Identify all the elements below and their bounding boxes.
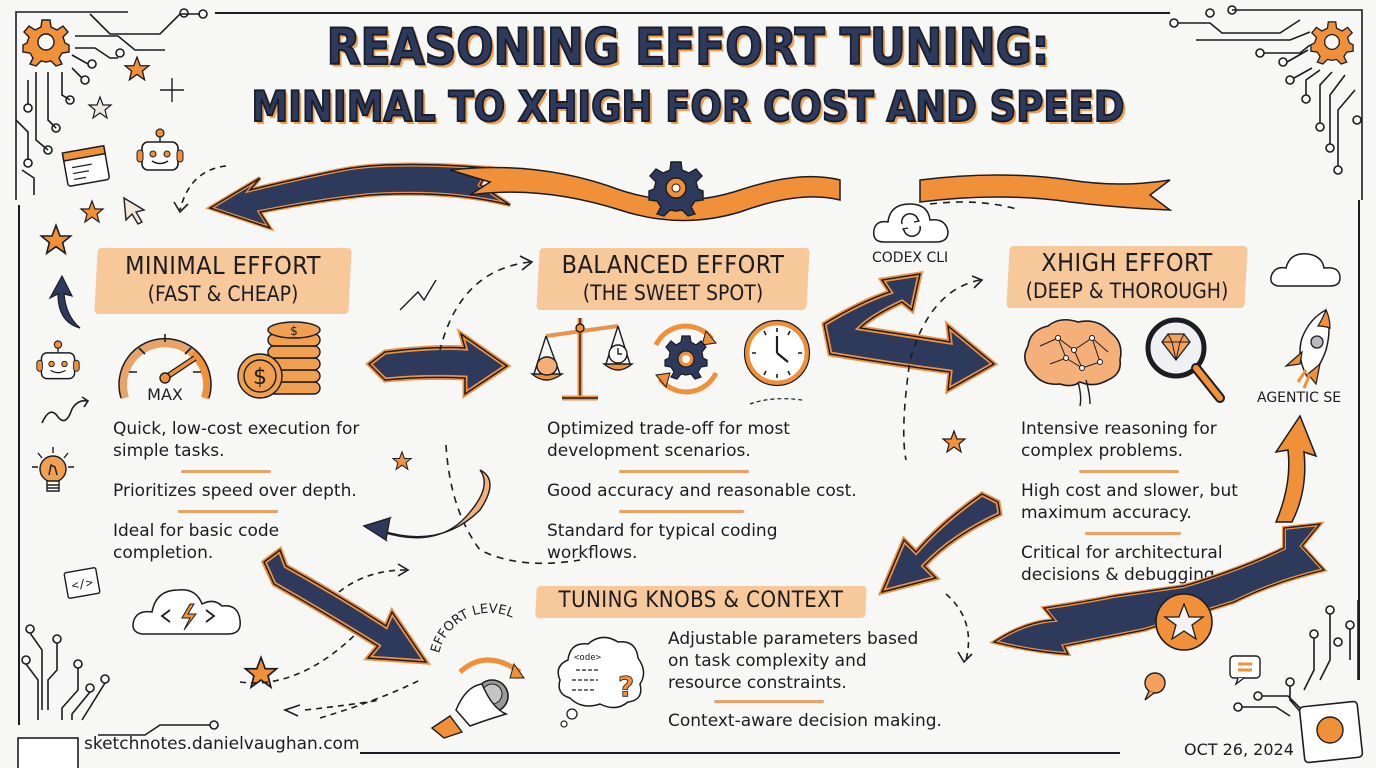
codex-cli-label: CODEX CLI	[872, 250, 949, 266]
down-left-arrow-icon	[877, 491, 1003, 596]
section-xhigh-title: XHIGH EFFORT	[1041, 248, 1213, 277]
section-tuning-points: Adjustable parameters based on task comp…	[668, 628, 948, 742]
section-xhigh-points: Intensive reasoning for complex problems…	[1021, 418, 1271, 596]
squiggle-arrow-icon	[41, 396, 90, 424]
ribbon-star-badge-icon	[989, 521, 1328, 657]
star-icon	[79, 199, 105, 224]
underline-divider	[714, 700, 824, 703]
circuit-top-left-icon	[15, 8, 208, 200]
circuit-bottom-right-icon	[1233, 600, 1364, 764]
star-icon	[39, 223, 73, 256]
cloud-code-icon	[132, 589, 241, 635]
star-icon	[243, 654, 279, 690]
bullet-point: Ideal for basic code completion.	[113, 521, 280, 563]
bullet-point: Standard for typical coding workflows.	[547, 521, 778, 563]
section-tuning-header: TUNING KNOBS & CONTEXT	[535, 586, 867, 618]
star-icon	[391, 450, 413, 471]
gear-cycle-icon	[653, 323, 719, 395]
speech-bubble-icon	[1144, 672, 1166, 701]
circuit-bottom-left-icon	[17, 624, 219, 768]
clock-icon	[743, 319, 811, 405]
dashed-connector-icon	[945, 593, 973, 664]
frame-right-line	[1358, 200, 1360, 680]
bullet-point: Quick, low-cost execution for simple tas…	[113, 419, 360, 461]
cloud-sync-icon	[872, 203, 949, 243]
zigzag-arrow-icon	[821, 270, 999, 395]
bullet-point: Prioritizes speed over depth.	[113, 481, 357, 501]
section-minimal-title: MINIMAL EFFORT	[125, 251, 321, 280]
section-xhigh-subtitle: (DEEP & THOROUGH)	[1025, 279, 1229, 303]
down-right-arrow-icon	[260, 545, 431, 665]
star-icon	[941, 429, 967, 454]
effort-knob-icon: EFFORT LEVEL	[428, 602, 525, 739]
section-balanced-points: Optimized trade-off for most development…	[547, 418, 887, 574]
frame-left-line	[18, 205, 20, 725]
agentic-se-label: AGENTIC SE	[1257, 390, 1342, 406]
svg-text:?: ?	[618, 670, 634, 703]
underline-divider	[181, 470, 271, 473]
section-minimal-subtitle: (FAST & CHEAP)	[147, 282, 299, 306]
section-minimal-header: MINIMAL EFFORT (FAST & CHEAP)	[94, 248, 352, 314]
dashed-connector-icon	[902, 201, 1021, 461]
bullet-point: Critical for architectural decisions & d…	[1021, 543, 1223, 585]
dashed-connector-icon	[239, 563, 421, 719]
ribbon-banner-icon	[205, 161, 1173, 232]
underline-divider	[619, 510, 744, 513]
section-tuning-title: TUNING KNOBS & CONTEXT	[558, 588, 844, 613]
svg-text:$: $	[290, 324, 298, 338]
brain-icon	[1024, 318, 1122, 407]
rocket-icon	[1284, 308, 1331, 389]
lightbulb-icon	[32, 447, 74, 492]
dashed-arrow-icon	[173, 165, 227, 214]
section-balanced-title: BALANCED EFFORT	[561, 250, 785, 279]
underline-divider	[619, 470, 749, 473]
sparkle-icon	[160, 78, 184, 102]
code-tag-icon: </>	[63, 567, 101, 599]
coins-icon: $ $	[237, 321, 321, 399]
magnifier-diamond-icon	[1145, 317, 1225, 403]
scale-icon	[530, 318, 634, 401]
page-subtitle: MINIMAL TO XHIGH FOR COST AND SPEED	[251, 81, 1126, 132]
star-icon	[123, 55, 151, 82]
bullet-point: Context-aware decision making.	[668, 711, 942, 731]
frame-bottom-line	[360, 752, 1120, 754]
knob-label: EFFORT LEVEL	[428, 602, 517, 655]
bullet-point: Optimized trade-off for most development…	[547, 419, 790, 461]
speedometer-icon: MAX	[118, 334, 212, 404]
right-arrow-icon	[365, 327, 512, 399]
bullet-point: High cost and slower, but maximum accura…	[1021, 481, 1238, 523]
gear-icon	[22, 19, 70, 67]
underline-divider	[1079, 470, 1179, 473]
cloud-icon	[1270, 253, 1341, 287]
section-balanced-subtitle: (THE SWEET SPOT)	[582, 281, 764, 305]
bullet-point: Good accuracy and reasonable cost.	[547, 481, 857, 501]
bullet-point: Adjustable parameters based on task comp…	[668, 629, 919, 693]
footer-site-url: sketchnotes.danielvaughan.com	[84, 734, 360, 754]
page-title: REASONING EFFORT TUNING:	[326, 17, 1051, 77]
section-balanced-header: BALANCED EFFORT (THE SWEET SPOT)	[536, 248, 810, 310]
bullet-point: Intensive reasoning for complex problems…	[1021, 419, 1217, 461]
robot-icon	[136, 128, 184, 171]
curved-up-arrow-icon	[48, 274, 81, 329]
curved-up-arrow-icon	[1274, 414, 1318, 523]
section-xhigh-header: XHIGH EFFORT (DEEP & THOROUGH)	[1006, 246, 1248, 308]
svg-text:</>: </>	[70, 575, 94, 593]
frame-top-line	[215, 12, 1170, 14]
star-outline-icon	[87, 95, 113, 120]
chat-bubble-icon	[1229, 655, 1261, 686]
footer-date: OCT 26, 2024	[1184, 740, 1294, 759]
section-minimal-points: Quick, low-cost execution for simple tas…	[113, 418, 373, 574]
underline-divider	[1085, 532, 1181, 535]
circuit-top-right-icon	[1169, 5, 1363, 200]
thought-cloud-code-icon: <ode> ?	[557, 636, 645, 728]
svg-text:$: $	[253, 365, 267, 390]
thought-code-text: <ode>	[574, 653, 602, 663]
robot-icon	[36, 340, 80, 380]
cursor-icon	[123, 196, 146, 225]
dashed-connector-icon	[362, 255, 581, 565]
gauge-label: MAX	[147, 385, 183, 404]
browser-window-icon	[61, 144, 110, 187]
underline-divider	[178, 510, 278, 513]
gear-icon	[1310, 21, 1354, 65]
